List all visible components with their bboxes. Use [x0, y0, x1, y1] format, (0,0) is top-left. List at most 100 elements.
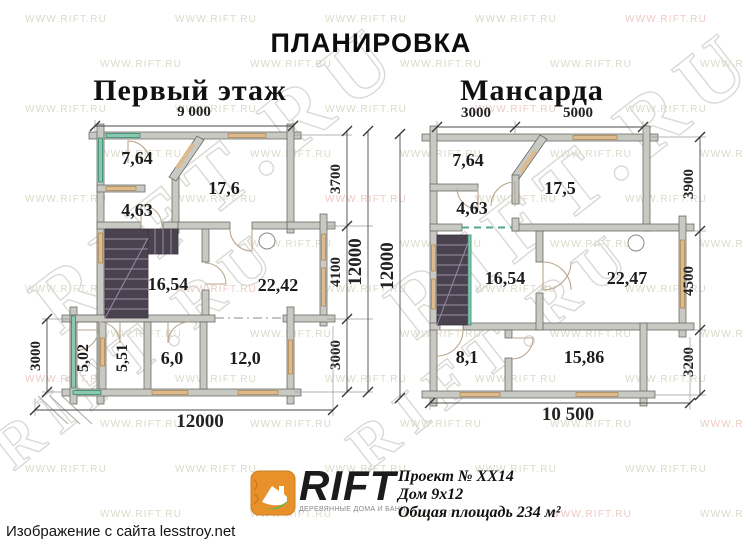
watermark-text: WWW.RIFT.RU [400, 149, 483, 160]
watermark-text: WWW.RIFT.RU [175, 374, 258, 385]
first-floor-windows [71, 133, 326, 395]
watermark-text: WWW.RIFT.RU [100, 329, 183, 340]
watermark-text: WWW.RIFT.RU [475, 104, 558, 115]
watermark-text: WWW.RIFT.RU [700, 419, 742, 430]
watermark-text: WWW.RIFT.RU [475, 374, 558, 385]
watermark-text: WWW.RIFT.RU [625, 194, 708, 205]
total-area: Общая площадь 234 м² [398, 504, 561, 521]
toilet-fixture [258, 232, 276, 250]
watermark-text: WWW.RIFT.RU [325, 464, 408, 475]
rift-logo-icon [250, 470, 296, 516]
watermark-text: WWW.RIFT.RU [475, 464, 558, 475]
watermark-text: WWW.RIFT.RU [400, 59, 483, 70]
first-floor-plan: Первый этаж [28, 74, 374, 432]
first-floor-dimensions: 9 000 3700 4100 3000 12000 3000 12000 [28, 104, 374, 432]
watermark-text: WWW.RIFT.RU [175, 284, 258, 295]
room-area-label: 16,54 [485, 268, 526, 288]
watermark-text: WWW.RIFT.RU [625, 14, 708, 25]
watermark-text: WWW.RIFT.RU [25, 14, 108, 25]
dim-label: 3000 [28, 341, 44, 371]
watermark-text: WWW.RIFT.RU [25, 194, 108, 205]
brand-tagline: ДЕРЕВЯННЫЕ ДОМА И БАНИ [299, 506, 406, 513]
watermark-text: WWW.RIFT.RU [550, 239, 633, 250]
watermark-text: WWW.RIFT.RU [475, 284, 558, 295]
dim-label: 9 000 [177, 104, 211, 120]
watermark-text: WWW.RIFT.RU [175, 194, 258, 205]
watermark-text: WWW.RIFT.RU [700, 59, 742, 70]
room-area-label: 4,63 [456, 198, 488, 218]
dim-label: 3900 [681, 169, 697, 199]
dim-label: 3200 [681, 347, 697, 377]
watermark-text: WWW.RIFT.RU [100, 419, 183, 430]
watermark-text: WWW.RIFT.RU [700, 149, 742, 160]
watermark-text: WWW.RIFT.RU [250, 419, 333, 430]
room-area-label: 6,0 [161, 348, 184, 368]
attic-doors [436, 181, 645, 360]
watermark-text: WWW.RIFT.RU [100, 59, 183, 70]
room-area-label: 16,54 [148, 274, 189, 294]
watermark-text: WWW.RIFT.RU [175, 104, 258, 115]
watermark-text: WWW.RIFT.RU [25, 104, 108, 115]
dim-label: 12000 [345, 238, 366, 286]
room-area-label: 17,5 [544, 178, 576, 198]
watermark-text: WWW.RIFT.RU [175, 14, 258, 25]
watermark-text: WWW.RIFT.RU [25, 284, 108, 295]
watermark-text: WWW.RIFT.RU [550, 59, 633, 70]
dim-label: 12000 [377, 242, 398, 290]
dim-label: 12000 [176, 411, 224, 432]
rift-logo [250, 470, 296, 516]
watermark-text: WWW.RIFT.RU [550, 149, 633, 160]
watermark-text: WWW.RIFT.RU [550, 419, 633, 430]
dim-label: 4500 [681, 266, 697, 296]
room-area-label: 22,42 [258, 275, 299, 295]
watermark-text: WWW.RIFT.RU [550, 509, 633, 520]
watermark-text: WWW.RIFT.RU [100, 509, 183, 520]
watermark-text: WWW.RIFT.RU [475, 14, 558, 25]
watermark-text: WWW.RIFT.RU [700, 239, 742, 250]
watermark-text: WWW.RIFT.RU [625, 464, 708, 475]
watermark-text: WWW.RIFT.RU [25, 374, 108, 385]
brand-block: RIFT ДЕРЕВЯННЫЕ ДОМА И БАНИ [299, 462, 406, 514]
dim-label: 3700 [328, 164, 344, 194]
page-title: ПЛАНИРОВКА [270, 28, 472, 58]
watermark-text: WWW.RIFT.RU [325, 194, 408, 205]
watermark-text: WWW.RIFT.RU [25, 464, 108, 475]
project-number: Проект № XX14 [398, 468, 514, 485]
watermark-text: WWW.RIFT.RU [250, 239, 333, 250]
room-area-label: 4,63 [121, 200, 153, 220]
attic-title: Мансарда [460, 74, 604, 107]
room-area-label: 12,0 [229, 348, 261, 368]
dim-label: 10 500 [542, 404, 594, 425]
room-area-label: 22,47 [607, 268, 648, 288]
watermark-text: WWW.RIFT.RU [700, 509, 742, 520]
house-size: Дом 9x12 [398, 486, 464, 503]
watermark-text: WWW.RIFT.RU [625, 284, 708, 295]
attic-dimensions: 3000 5000 3900 4500 3200 12000 10 500 [377, 105, 706, 425]
brand-name: RIFT [299, 462, 397, 509]
first-floor-room-labels: 7,64 17,6 4,63 16,54 22,42 5,02 5,51 6,0… [75, 148, 298, 372]
room-area-label: 15,86 [564, 347, 605, 367]
watermark-text: WWW.RIFT.RU [175, 464, 258, 475]
attic-stairs [436, 234, 472, 326]
watermark-text: WWW.RIFT.RU [625, 374, 708, 385]
dim-label: 4100 [328, 257, 344, 287]
dim-label: 3000 [328, 340, 344, 370]
watermark-text: WWW.RIFT.RU [400, 509, 483, 520]
watermark-text: WWW.RIFT.RU [400, 329, 483, 340]
room-area-label: 5,02 [75, 344, 92, 372]
first-floor-title: Первый этаж [93, 74, 287, 107]
watermark-text: WWW.RIFT.RU [550, 329, 633, 340]
watermark-text: WWW.RIFT.RU [100, 149, 183, 160]
dim-label: 5000 [563, 105, 593, 121]
room-area-label: 7,64 [452, 150, 484, 170]
dim-label: 3000 [461, 105, 491, 121]
first-floor-doors [37, 140, 276, 425]
watermark-text: WWW.RIFT.RU [625, 104, 708, 115]
watermark-text: WWW.RIFT.RU [325, 284, 408, 295]
room-area-label: 5,51 [114, 344, 131, 372]
watermark-text: WWW.RIFT.RU [700, 329, 742, 340]
watermark-text: WWW.RIFT.RU [325, 104, 408, 115]
project-info: Проект № XX14 Дом 9x12 Общая площадь 234… [398, 468, 561, 522]
watermark-text: WWW.RIFT.RU [325, 374, 408, 385]
